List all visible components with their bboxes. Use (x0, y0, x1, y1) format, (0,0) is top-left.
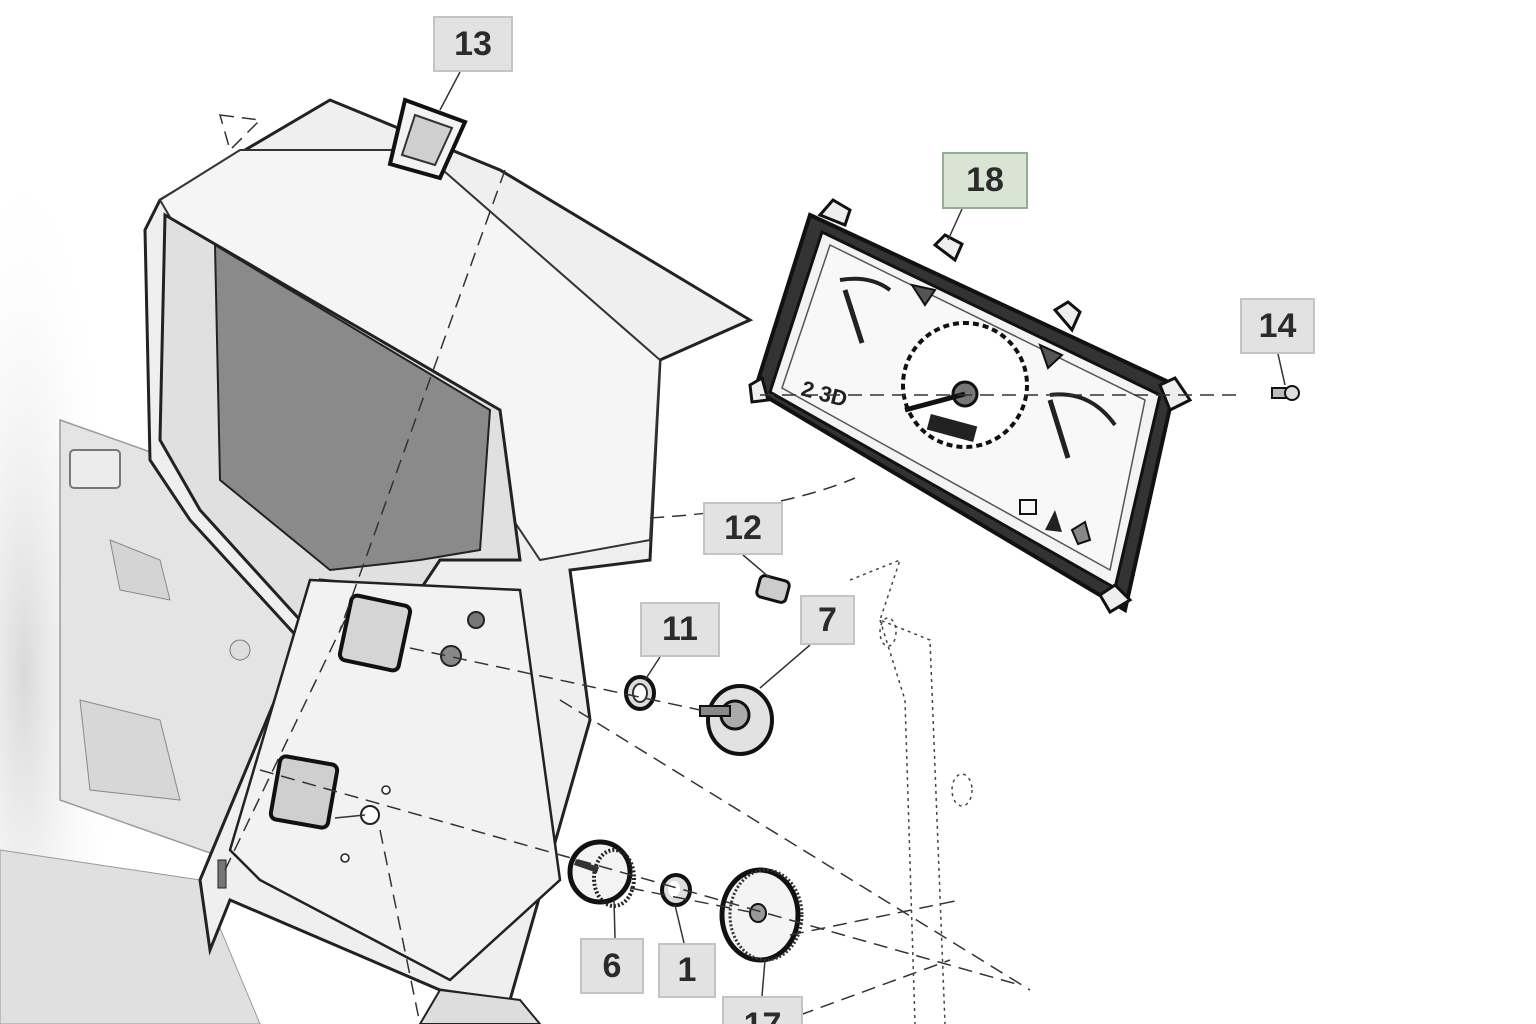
part-1-washer (660, 873, 692, 907)
part-7-switch (699, 684, 774, 756)
callout-6[interactable]: 6 (580, 938, 644, 994)
part-13-clip (387, 97, 468, 181)
callout-6-label: 6 (602, 946, 622, 985)
callout-14-label: 14 (1258, 306, 1297, 345)
leader-lines (334, 71, 1286, 997)
instrument-cluster: 2 3D (748, 198, 1193, 615)
callout-12-label: 12 (724, 509, 762, 547)
callout-7-label: 7 (818, 600, 837, 639)
callout-1-label: 1 (677, 951, 697, 989)
callout-1[interactable]: 1 (658, 943, 716, 998)
part-12-bulb (755, 574, 791, 604)
callout-17-label: 17 (744, 1006, 782, 1024)
callout-17[interactable]: 17 (722, 996, 803, 1024)
part-6-knob (567, 839, 636, 908)
part-17-dial (719, 867, 804, 963)
callout-11[interactable]: 11 (640, 602, 720, 657)
part-11-nut (624, 675, 656, 711)
callout-18-label: 18 (966, 161, 1004, 199)
callout-18[interactable]: 18 (942, 152, 1028, 209)
callout-11-label: 11 (662, 610, 698, 648)
callout-14[interactable]: 14 (1240, 298, 1315, 354)
frame-outline (849, 558, 973, 1024)
console-housing (143, 98, 754, 1024)
callout-7[interactable]: 7 (800, 595, 855, 645)
callout-13-label: 13 (454, 24, 492, 63)
part-14-screw (1271, 385, 1300, 401)
callout-12[interactable]: 12 (703, 502, 783, 555)
callout-13[interactable]: 13 (433, 16, 513, 72)
